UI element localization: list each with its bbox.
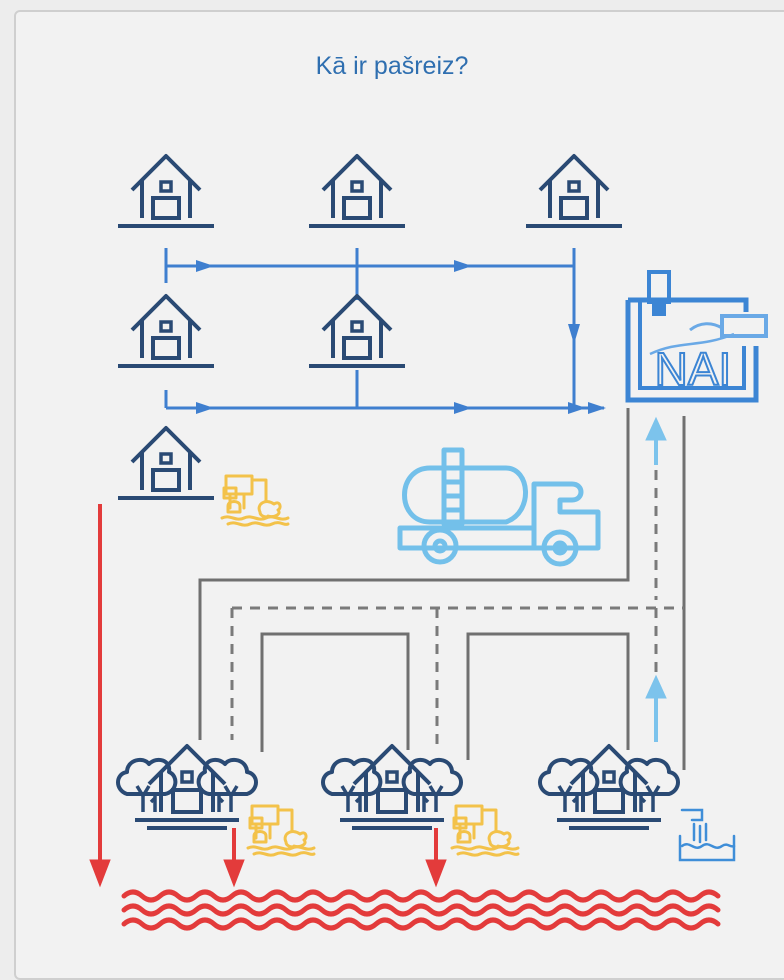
house-with-trees-icon xyxy=(323,746,461,828)
house-icon xyxy=(116,154,216,228)
sewer-flow-arrows xyxy=(196,260,606,414)
road-network xyxy=(198,408,686,770)
uplift-arrows xyxy=(645,416,667,742)
house-icon xyxy=(307,154,407,228)
septic-tank-icon xyxy=(450,804,520,857)
sewer-network xyxy=(164,248,604,410)
collection-route xyxy=(230,470,684,748)
discharge-arrows xyxy=(89,504,447,888)
house-icon xyxy=(116,426,216,500)
septic-truck-icon xyxy=(397,447,601,567)
house-icon xyxy=(307,294,407,368)
plant-label: NAI xyxy=(655,343,732,395)
treatment-plant-icon: NAI xyxy=(625,270,768,403)
house-with-trees-icon xyxy=(540,746,678,828)
house-with-trees-icon xyxy=(118,746,256,828)
septic-tank-icon xyxy=(246,804,316,857)
house-icon xyxy=(116,294,216,368)
septic-tank-icon xyxy=(220,474,290,527)
house-icon xyxy=(524,154,624,228)
diagram-title: Kā ir pašreiz? xyxy=(315,52,469,80)
water-outlet-icon xyxy=(678,808,736,862)
river-waves-icon xyxy=(121,889,721,931)
